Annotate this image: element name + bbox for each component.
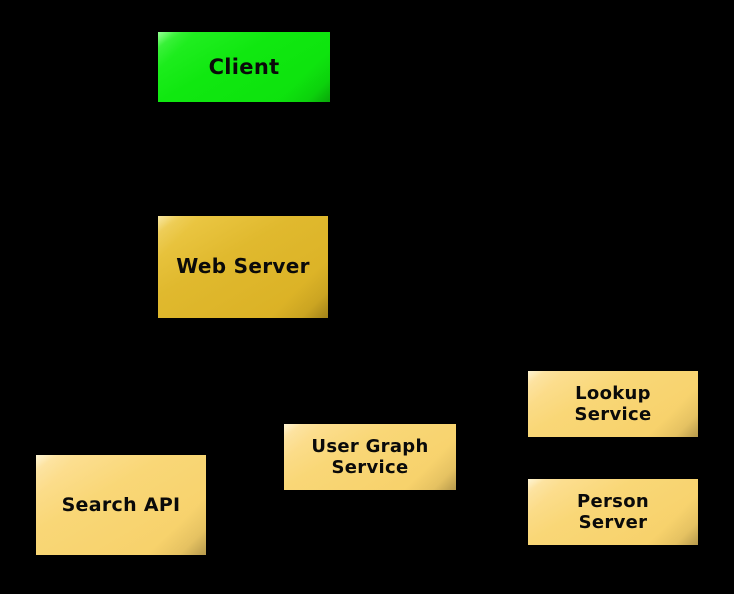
- node-user-graph-service-label: User Graph Service: [311, 435, 429, 478]
- node-client[interactable]: Client: [158, 32, 330, 102]
- node-person-server-label: Person Server: [577, 490, 649, 533]
- node-search-api-label: Search API: [61, 493, 181, 516]
- node-lookup-service-label: Lookup Service: [574, 382, 652, 425]
- node-lookup-service[interactable]: Lookup Service: [528, 371, 698, 437]
- node-web-server-label: Web Server: [176, 254, 310, 279]
- node-client-label: Client: [208, 54, 280, 79]
- node-person-server[interactable]: Person Server: [528, 479, 698, 545]
- node-search-api[interactable]: Search API: [36, 455, 206, 555]
- node-web-server[interactable]: Web Server: [158, 216, 328, 318]
- node-user-graph-service[interactable]: User Graph Service: [284, 424, 456, 490]
